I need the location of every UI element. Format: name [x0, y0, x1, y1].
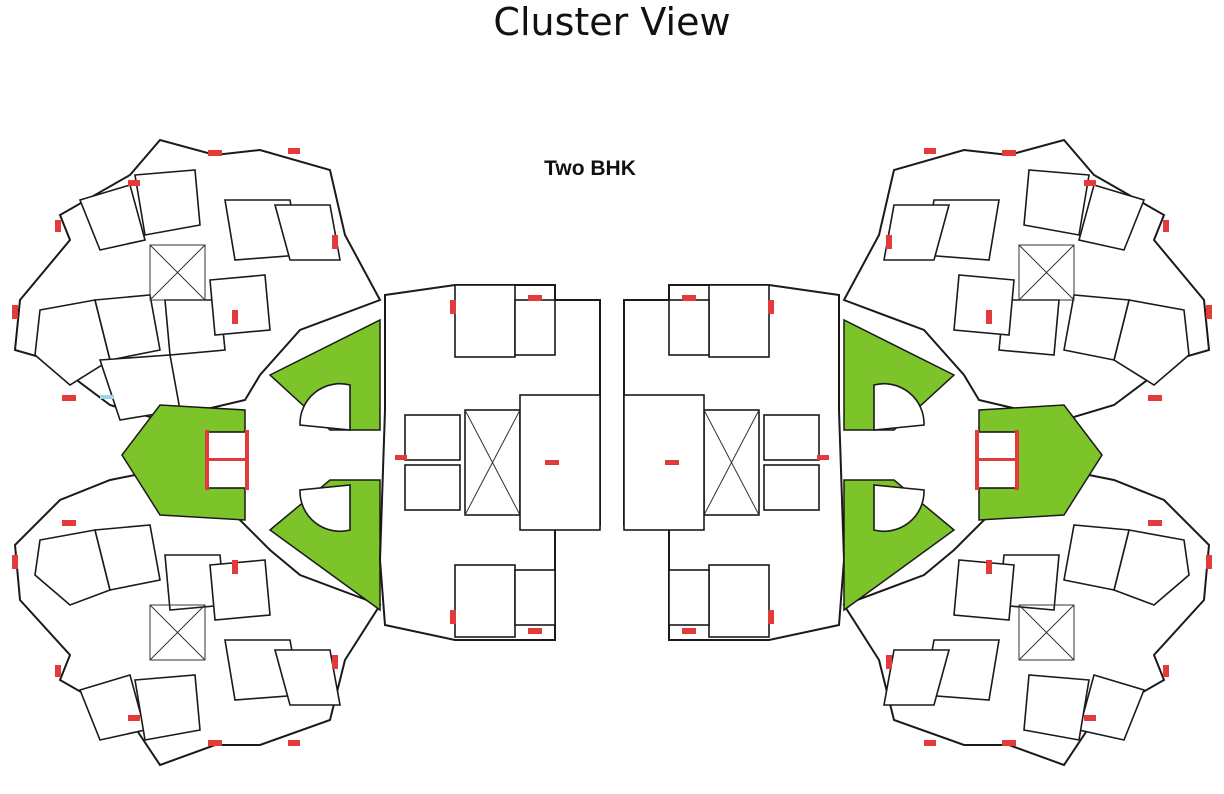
left-lower-stair [299, 484, 351, 533]
center-right-tower [623, 284, 846, 641]
page-title: Cluster View [493, 0, 731, 44]
right-lower-wing [842, 468, 1212, 767]
right-lower-stair [873, 484, 925, 533]
center-left-tower [378, 284, 601, 641]
left-upper-wing [12, 138, 382, 422]
left-upper-stair [299, 382, 351, 431]
right-upper-stair [873, 382, 925, 431]
left-lower-wing [12, 468, 382, 767]
unit-type-label: Two BHK [544, 157, 636, 180]
right-upper-wing [842, 138, 1212, 422]
